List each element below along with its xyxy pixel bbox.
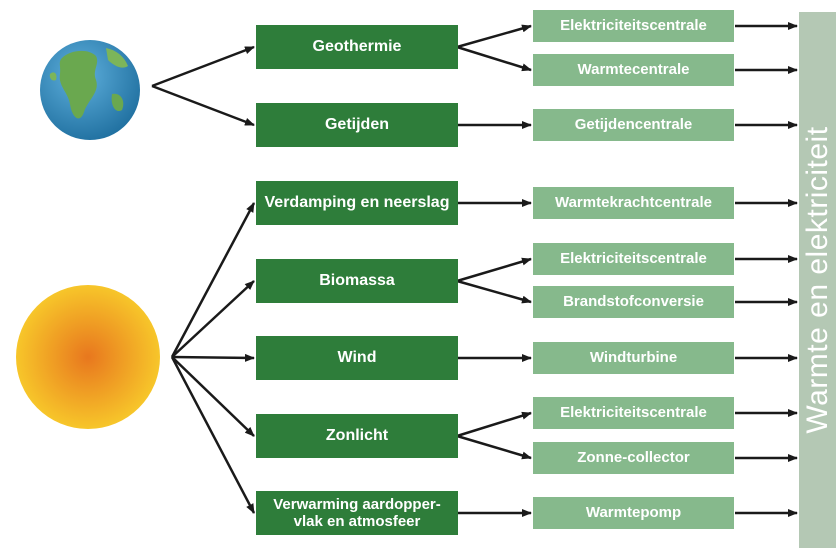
output-label: Warmte en elektriciteit [800, 126, 834, 434]
process-biomassa: Biomassa [256, 259, 458, 303]
conversion-warmtecentrale: Warmtecentrale [533, 54, 734, 86]
conversion-getijdencentrale: Getijdencentrale [533, 109, 734, 141]
sun-arrows [170, 202, 256, 514]
conversion-elektriciteitscentrale-3: Elektriciteitscentrale [533, 397, 734, 429]
earth-arrows [151, 45, 255, 127]
process-getijden: Getijden [256, 103, 458, 147]
sun-icon [16, 285, 160, 429]
process-verdamping: Verdamping en neerslag [256, 181, 458, 225]
conversion-warmtekrachtcentrale: Warmtekrachtcentrale [533, 187, 734, 219]
earth-globe-icon [40, 40, 140, 140]
conversion-elektriciteitscentrale-2: Elektriciteitscentrale [533, 243, 734, 275]
process-zonlicht: Zonlicht [256, 414, 458, 458]
conversion-elektriciteitscentrale-1: Elektriciteitscentrale [533, 10, 734, 42]
conversion-windturbine: Windturbine [533, 342, 734, 374]
process-verwarming: Verwarming aardopper- vlak en atmosfeer [256, 491, 458, 535]
output-arrows [735, 22, 798, 517]
conversion-warmtepomp: Warmtepomp [533, 497, 734, 529]
process-wind: Wind [256, 336, 458, 380]
conversion-brandstofconversie: Brandstofconversie [533, 286, 734, 318]
process-geothermie: Geothermie [256, 25, 458, 69]
output-bar: Warmte en elektriciteit [799, 12, 836, 548]
conversion-zonne-collector: Zonne-collector [533, 442, 734, 474]
process-arrows [456, 24, 532, 517]
